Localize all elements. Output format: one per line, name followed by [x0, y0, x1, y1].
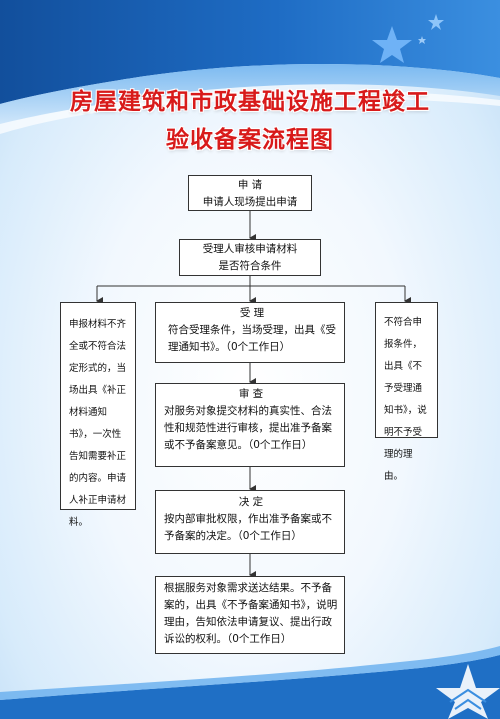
node-deliver-body: 根据服务对象需求送达结果。不予备案的，出具《不予备案通知书》，说明理由，告知依法…	[164, 582, 338, 645]
node-examine: 审 查 对服务对象提交材料的真实性、合法性和规范性进行审核，提出准予备案或不予备…	[155, 383, 345, 467]
star-icon	[372, 26, 412, 63]
page-title-line2: 验收备案流程图	[166, 127, 334, 153]
node-review-material-body: 是否符合条件	[218, 260, 282, 272]
node-accept: 受 理 符合受理条件，当场受理，出具《受理通知书》。（0个工作日）	[155, 302, 345, 363]
node-decide: 决 定 按内部审批权限，作出准予备案或不予备案的决定。（0个工作日）	[155, 490, 345, 554]
node-decide-body: 按内部审批权限，作出准予备案或不予备案的决定。（0个工作日）	[164, 513, 332, 542]
node-reject-body: 不符合申报条件，出具《不予受理通知书》，说明不予受理的理由。	[384, 317, 427, 482]
node-examine-body: 对服务对象提交材料的真实性、合法性和规范性进行审核，提出准予备案或不予备案意见。…	[164, 405, 332, 451]
node-accept-heading: 受 理	[239, 307, 265, 319]
node-review-material-heading: 受理人审核申请材料	[202, 243, 298, 255]
node-apply: 申 请 申请人现场提出申请	[188, 175, 312, 211]
node-decide-heading: 决 定	[238, 496, 264, 508]
node-apply-heading: 申 请	[237, 179, 263, 191]
node-review-material: 受理人审核申请材料 是否符合条件	[179, 239, 321, 276]
node-reject: 不符合申报条件，出具《不予受理通知书》，说明不予受理的理由。	[375, 302, 438, 482]
node-apply-body: 申请人现场提出申请	[202, 196, 298, 208]
node-incomplete-body: 申报材料不齐全或不符合法定形式的，当场出具《补正材料通知书》，一次性告知需要补正…	[69, 319, 127, 528]
node-examine-heading: 审 查	[238, 388, 264, 400]
node-accept-body: 符合受理条件，当场受理，出具《受理通知书》。（0个工作日）	[168, 324, 336, 353]
page-title-line1: 房屋建筑和市政基础设施工程竣工	[70, 89, 430, 115]
node-incomplete: 申报材料不齐全或不符合法定形式的，当场出具《补正材料通知书》，一次性告知需要补正…	[60, 302, 136, 528]
logo-star-icon	[436, 664, 500, 719]
star-icon	[428, 14, 444, 30]
star-icon	[418, 36, 426, 44]
node-deliver: 根据服务对象需求送达结果。不予备案的，出具《不予备案通知书》，说明理由，告知依法…	[155, 576, 345, 654]
